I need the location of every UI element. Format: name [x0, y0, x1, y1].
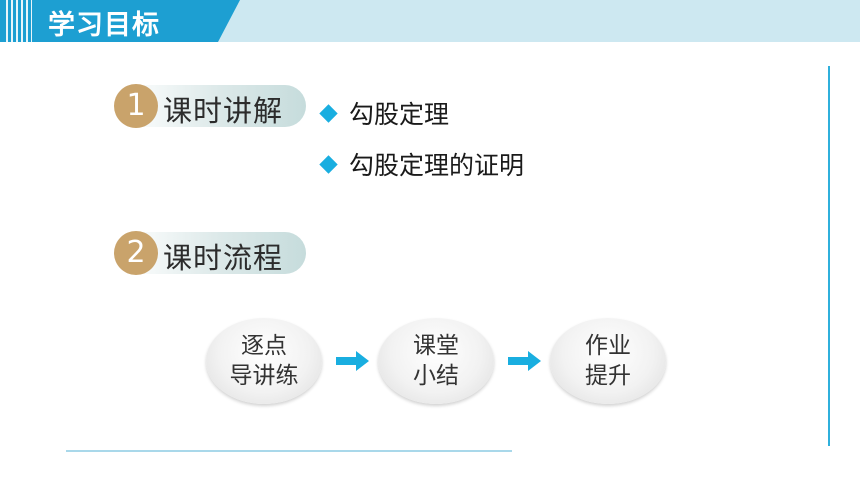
diamond-bullet-icon — [319, 103, 338, 123]
section-2-label: 课时流程 — [163, 241, 284, 275]
section-1-label: 课时讲解 — [163, 94, 284, 128]
flow-step-homework: 作业 提升 — [550, 318, 666, 404]
flow-step-line: 作业 — [585, 333, 631, 359]
topic-text: 勾股定理的证明 — [349, 151, 525, 180]
flow-step-line: 小结 — [413, 363, 459, 389]
stripe-decoration — [6, 0, 32, 42]
flow-step-lecture: 逐点 导讲练 — [206, 318, 322, 404]
flow-step-line: 课堂 — [413, 333, 459, 359]
page-title: 学习目标 — [48, 10, 160, 41]
arrow-right-icon — [508, 351, 541, 371]
section-1-number: 1 — [114, 84, 158, 128]
flow-step-line: 提升 — [585, 363, 631, 389]
right-divider — [828, 66, 830, 446]
topic-text: 勾股定理 — [349, 100, 450, 129]
flow-step-line: 导讲练 — [229, 363, 299, 389]
title-tab — [0, 0, 240, 42]
bottom-divider — [66, 450, 512, 452]
flow-step-summary: 课堂 小结 — [378, 318, 494, 404]
diamond-bullet-icon — [319, 154, 338, 174]
arrow-right-icon — [336, 351, 369, 371]
topic-item: 勾股定理的证明 — [319, 146, 525, 182]
flow-step-line: 逐点 — [241, 333, 287, 359]
section-2-number: 2 — [114, 231, 158, 275]
topic-item: 勾股定理 — [319, 95, 450, 131]
